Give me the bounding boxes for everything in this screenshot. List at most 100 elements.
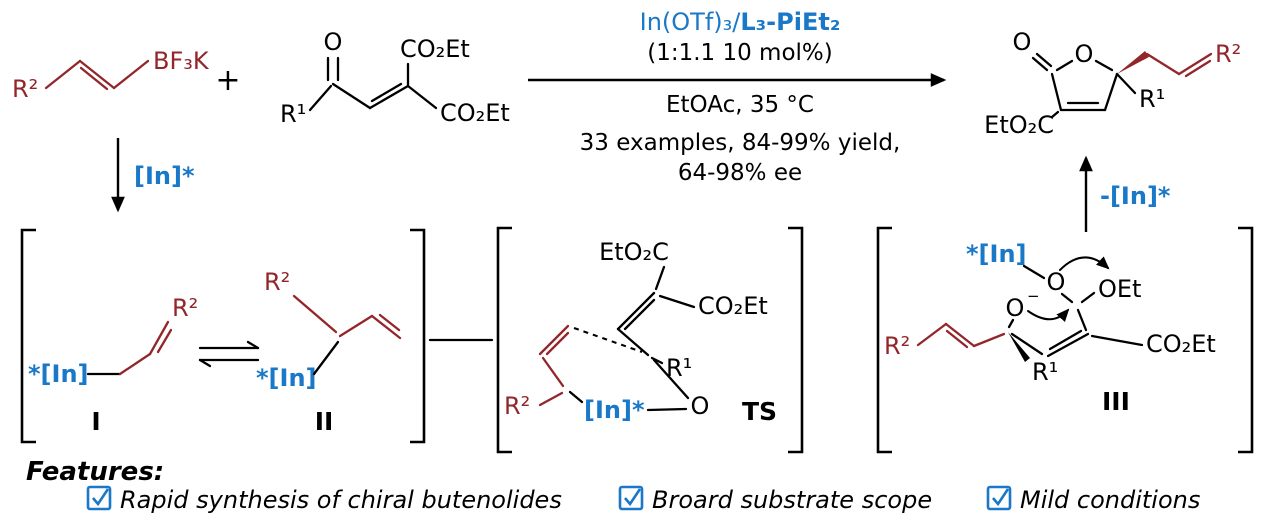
i3-alkoxide-o: O bbox=[1006, 294, 1025, 322]
ts-co2et: CO₂Et bbox=[698, 292, 768, 320]
product-carbonyl-o: O bbox=[1013, 28, 1032, 56]
ligand-name: L₃-PiEt₂ bbox=[740, 8, 840, 36]
double-bond bbox=[1177, 52, 1213, 76]
double-bond bbox=[623, 298, 656, 331]
bond bbox=[916, 322, 948, 347]
bond bbox=[1115, 72, 1137, 95]
scope-line1: 33 examples, 84-99% yield, bbox=[580, 130, 901, 156]
double-bond bbox=[945, 329, 969, 349]
intermediate-1: *[In] R² I bbox=[28, 294, 198, 436]
checkmark-icon bbox=[992, 488, 1010, 507]
product-butenolide: O O EtO₂C R¹ R² bbox=[984, 28, 1241, 139]
curved-arrow-alkoxide-attack bbox=[1027, 308, 1070, 323]
bond bbox=[972, 332, 1006, 348]
bond bbox=[1010, 332, 1044, 356]
right-bracket bbox=[1238, 226, 1254, 454]
right-bracket bbox=[788, 226, 804, 454]
i3-minus-charge: − bbox=[1027, 287, 1040, 305]
double-bond bbox=[79, 66, 109, 91]
left-bracket bbox=[876, 226, 892, 454]
checkbox-icon bbox=[86, 485, 112, 511]
bond bbox=[1050, 72, 1063, 112]
carbonyl-o-label: O bbox=[324, 28, 343, 56]
bracket-group-2: EtO₂C CO₂Et R¹ R² [In]* O TS bbox=[496, 226, 804, 454]
i3-r1: R¹ bbox=[1032, 358, 1058, 386]
catalyst-prefix: In(OTf)₃/ bbox=[640, 8, 742, 36]
left-bracket bbox=[20, 228, 36, 444]
i3-co2et: CO₂Et bbox=[1146, 330, 1216, 358]
product-r1: R¹ bbox=[1139, 85, 1165, 113]
double-bond bbox=[148, 320, 170, 356]
double-bond bbox=[1048, 329, 1083, 351]
features-section: Features: Rapid synthesis of chiral bute… bbox=[26, 457, 1200, 514]
equilibrium-top-barb bbox=[246, 340, 260, 350]
bond bbox=[1094, 59, 1114, 72]
i2-label: II bbox=[315, 407, 334, 436]
feature-item-1: Rapid synthesis of chiral butenolides bbox=[120, 486, 562, 514]
in-release-label: -[In]* bbox=[1100, 182, 1171, 210]
double-bond bbox=[1184, 59, 1212, 78]
bond bbox=[646, 407, 688, 412]
left-bracket bbox=[496, 226, 512, 454]
bracket-group-3: *[In] O OEt CO₂Et O − R¹ R² III bbox=[876, 226, 1254, 454]
i3-ester-o: O bbox=[1047, 268, 1066, 296]
double-bond bbox=[78, 59, 116, 90]
indium-addition-arrow: [In]* bbox=[111, 138, 195, 213]
i2-r2-label: R² bbox=[264, 268, 290, 296]
i2-metal-label: *[In] bbox=[256, 364, 317, 392]
double-bond bbox=[538, 324, 570, 356]
double-bond bbox=[1035, 52, 1053, 68]
equilibrium-bottom-barb bbox=[198, 358, 212, 368]
double-bond bbox=[1046, 332, 1090, 358]
bond bbox=[406, 84, 438, 110]
ts-r2: R² bbox=[504, 392, 530, 420]
co2et-bottom-label: CO₂Et bbox=[440, 99, 510, 127]
r1-label: R¹ bbox=[280, 100, 306, 128]
curved-arrow-oet-leaving bbox=[1059, 256, 1110, 271]
bond bbox=[652, 358, 690, 400]
bond bbox=[1022, 264, 1046, 280]
checkbox-icon bbox=[618, 485, 644, 511]
equilibrium-arrows bbox=[198, 340, 260, 368]
i3-r2: R² bbox=[884, 332, 910, 360]
i1-label: I bbox=[91, 407, 100, 436]
double-bond bbox=[368, 84, 410, 110]
intermediate-3: *[In] O OEt CO₂Et O − R¹ R² III bbox=[884, 240, 1216, 416]
bond bbox=[616, 327, 650, 357]
bond bbox=[1007, 318, 1015, 329]
double-bond bbox=[156, 328, 173, 354]
bf3k-label: BF₃K bbox=[153, 47, 210, 75]
double-bond bbox=[378, 313, 401, 332]
bond bbox=[538, 391, 564, 407]
i3-label: III bbox=[1102, 387, 1130, 416]
solvent-temp-label: EtOAc, 35 °C bbox=[666, 92, 814, 118]
in-arrow-label: [In]* bbox=[134, 162, 195, 190]
ts-metal-label: [In]* bbox=[584, 396, 645, 424]
feature-item-2: Broard substrate scope bbox=[652, 486, 932, 514]
bond bbox=[308, 84, 333, 112]
product-ring-o: O bbox=[1075, 40, 1094, 68]
bond bbox=[1060, 292, 1074, 304]
scope-line2: 64-98% ee bbox=[678, 160, 802, 186]
wedge-bond bbox=[1117, 51, 1149, 74]
ts-label: TS bbox=[742, 397, 777, 426]
double-bond bbox=[545, 331, 570, 356]
i1-r2-label: R² bbox=[172, 294, 198, 322]
bond bbox=[338, 314, 374, 338]
i1-metal-label: *[In] bbox=[28, 360, 89, 388]
forming-bond-dashed bbox=[573, 327, 643, 353]
bond bbox=[292, 294, 338, 334]
checkmark-icon bbox=[624, 488, 642, 507]
indium-release-arrow: -[In]* bbox=[1079, 155, 1171, 232]
r2-label: R² bbox=[12, 75, 38, 103]
transition-state: EtO₂C CO₂Et R¹ R² [In]* O TS bbox=[504, 238, 777, 426]
bond bbox=[1055, 59, 1074, 72]
bond bbox=[568, 390, 584, 404]
plus-sign: + bbox=[215, 63, 240, 98]
bond bbox=[312, 340, 340, 376]
bond bbox=[650, 356, 664, 365]
product-eto2c: EtO₂C bbox=[984, 111, 1054, 139]
bond bbox=[112, 59, 150, 90]
